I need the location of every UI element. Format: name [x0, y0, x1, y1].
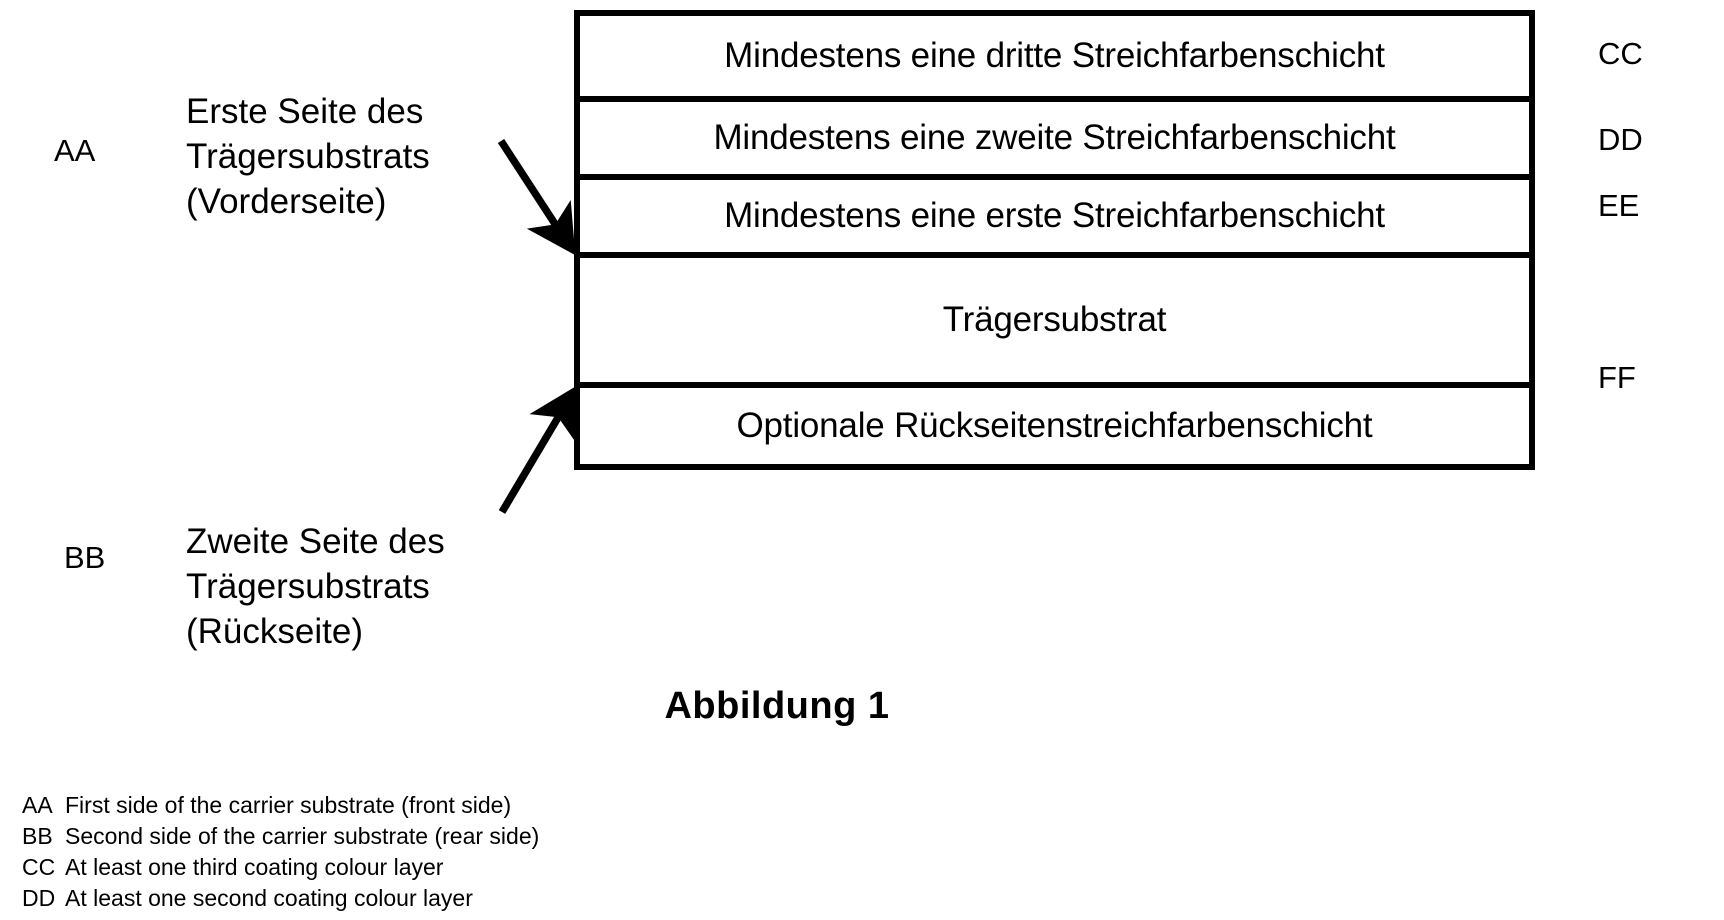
side-key-aa: AA — [54, 133, 96, 168]
legend-row: DD At least one second coating colour la… — [22, 883, 922, 914]
layer-box-optional-back-coating: Optionale Rückseitenstreichfarbenschicht — [580, 382, 1529, 464]
layer-box-carrier-substrate: Trägersubstrat — [580, 252, 1529, 382]
layer-label-optional-back-coating: Optionale Rückseitenstreichfarbenschicht — [736, 405, 1373, 445]
layer-label-carrier-substrate: Trägersubstrat — [942, 299, 1167, 339]
legend-desc-cc: At least one third coating colour layer — [65, 854, 444, 880]
legend-row: CC At least one third coating colour lay… — [22, 852, 922, 883]
callout-second-side-rear: Zweite Seite des Trägersubstrats (Rückse… — [186, 522, 445, 651]
legend-row: BB Second side of the carrier substrate … — [22, 821, 922, 852]
legend-key-bb: BB — [22, 823, 53, 849]
legend-key-aa: AA — [22, 792, 53, 818]
callout-first-side-front: Erste Seite des Trägersubstrats (Vorders… — [186, 92, 430, 221]
arrow-to-rear-side — [498, 385, 577, 514]
legend-desc-bb: Second side of the carrier substrate (re… — [65, 823, 540, 849]
layer-box-first-coating: Mindestens eine erste Streichfarbenschic… — [580, 174, 1529, 252]
side-key-cc: CC — [1598, 36, 1643, 71]
legend-desc-aa: First side of the carrier substrate (fro… — [65, 792, 512, 818]
side-key-dd: DD — [1598, 122, 1643, 157]
layer-label-second-coating: Mindestens eine zweite Streichfarbenschi… — [713, 117, 1396, 157]
legend-key-dd: DD — [22, 885, 56, 911]
legend-list: AA First side of the carrier substrate (… — [22, 790, 922, 914]
layer-label-first-coating: Mindestens eine erste Streichfarbenschic… — [724, 195, 1385, 235]
layer-box-third-coating: Mindestens eine dritte Streichfarbenschi… — [580, 16, 1529, 96]
layer-box-second-coating: Mindestens eine zweite Streichfarbenschi… — [580, 96, 1529, 174]
side-key-ee: EE — [1598, 188, 1640, 223]
legend-row: AA First side of the carrier substrate (… — [22, 790, 922, 821]
side-key-ff: FF — [1598, 360, 1636, 395]
layer-label-third-coating: Mindestens eine dritte Streichfarbenschi… — [724, 35, 1385, 75]
layer-stack-diagram: Mindestens eine dritte Streichfarbenschi… — [574, 10, 1535, 470]
side-key-bb: BB — [64, 540, 106, 575]
legend-desc-dd: At least one second coating colour layer — [65, 885, 473, 911]
figure-caption: Abbildung 1 — [0, 685, 1724, 728]
legend-key-cc: CC — [22, 854, 56, 880]
figure-caption-text: Abbildung 1 — [664, 685, 890, 727]
